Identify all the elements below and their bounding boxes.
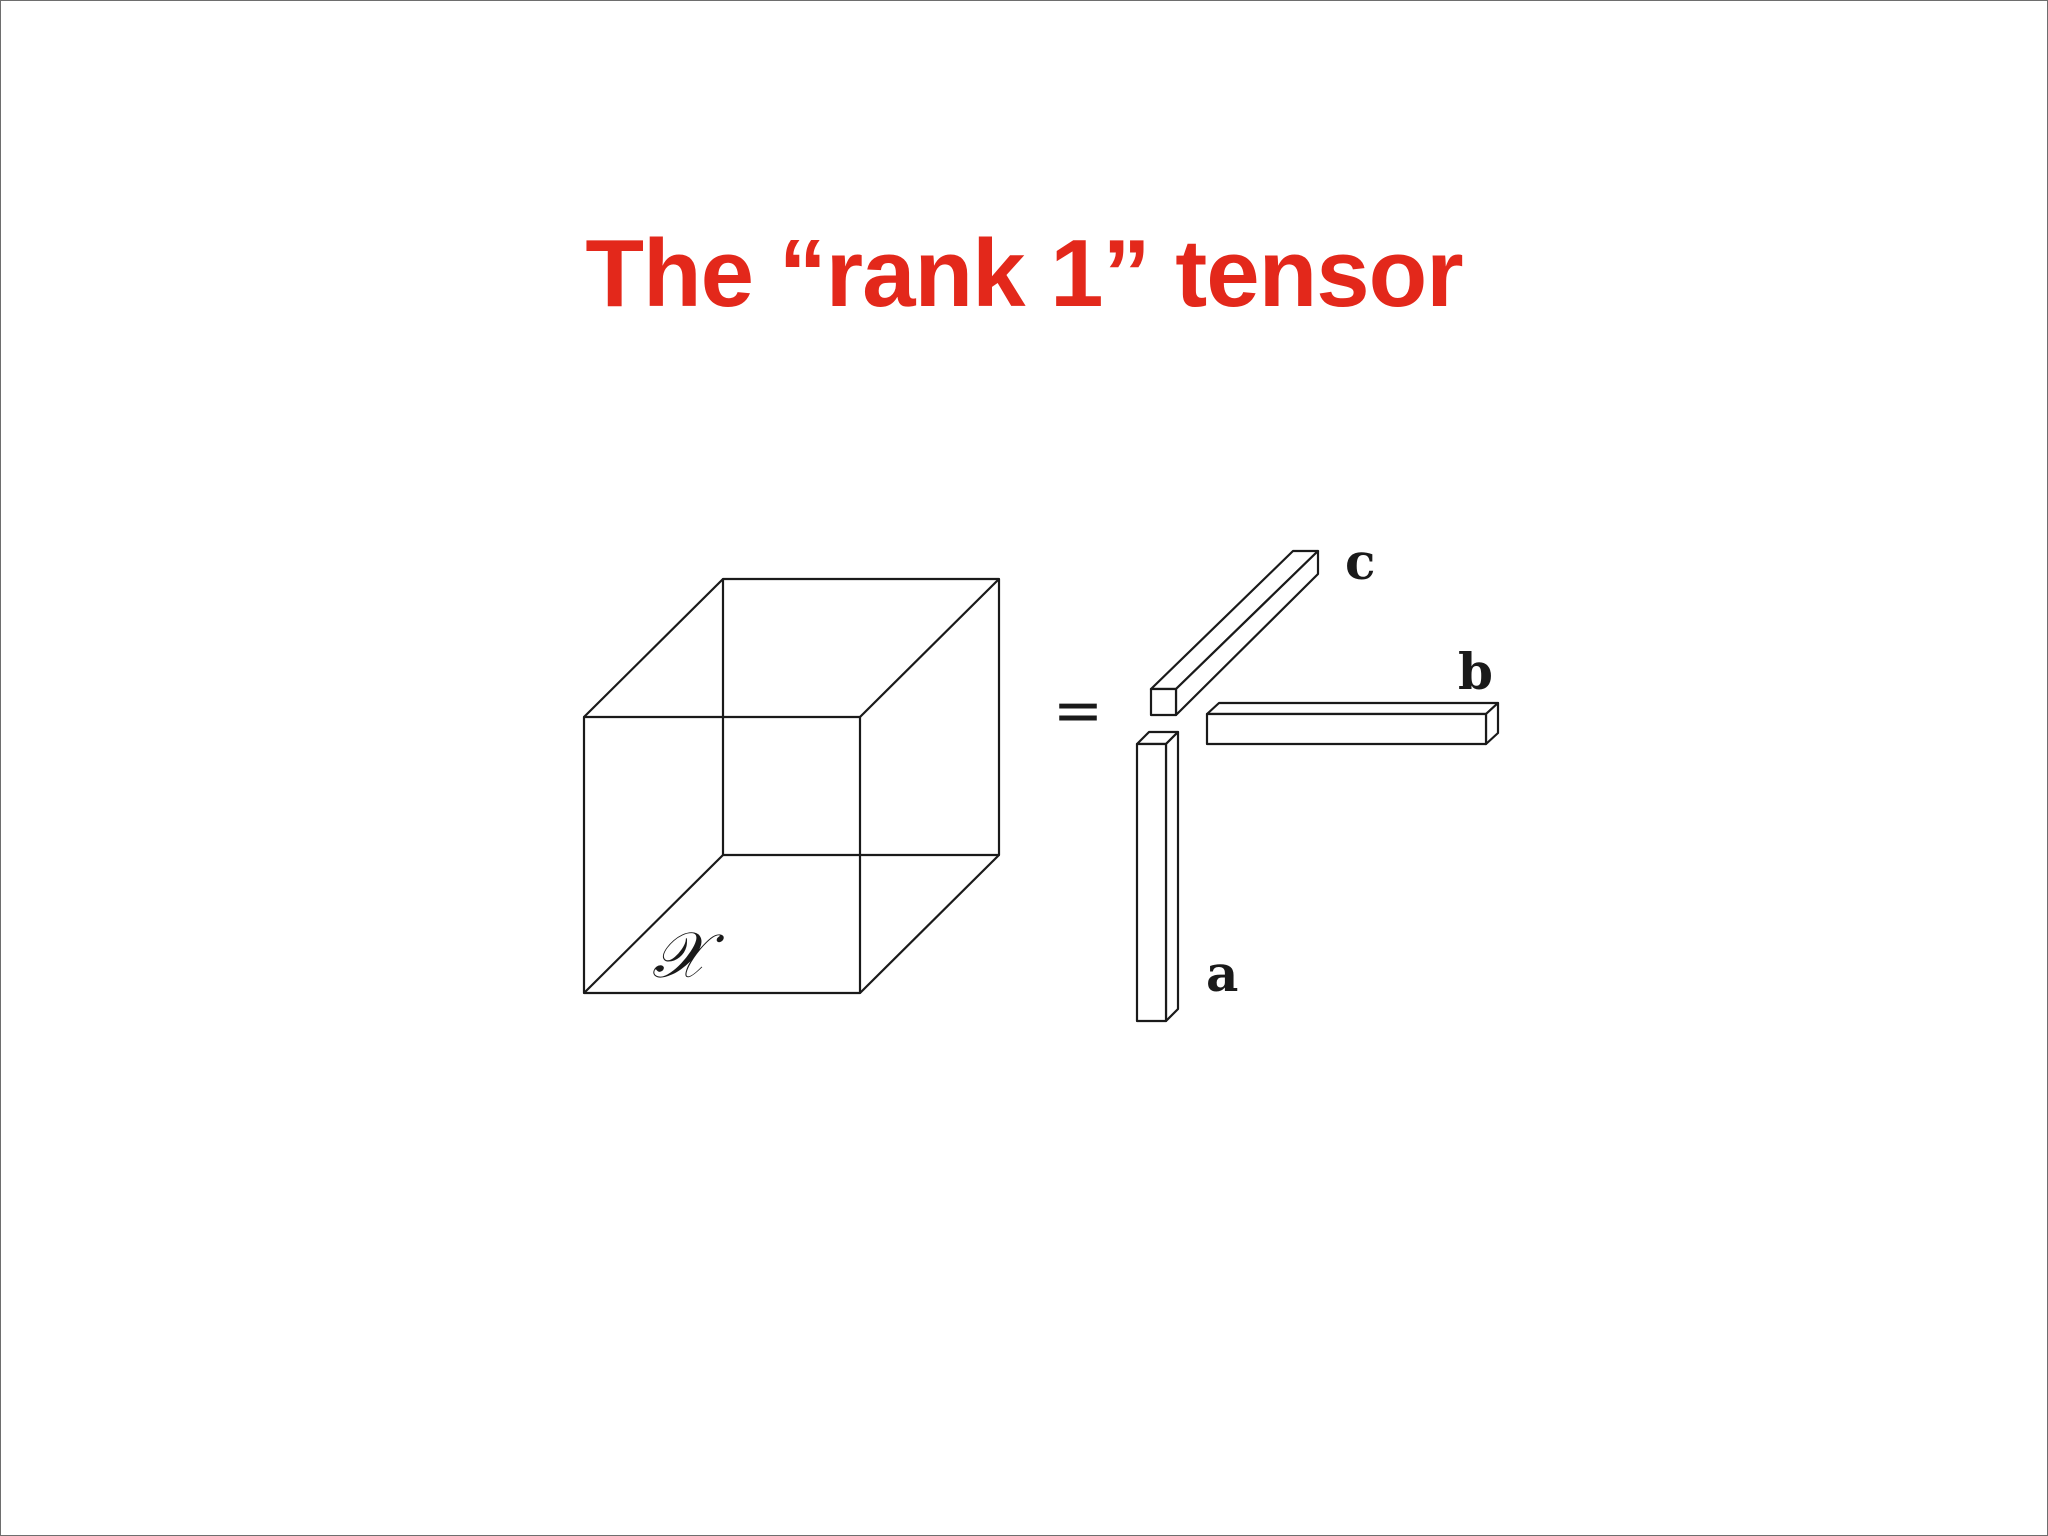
cube-back-face xyxy=(721,577,1001,857)
slide-title: The “rank 1” tensor xyxy=(585,220,1463,327)
vector-b-front-face xyxy=(1205,712,1488,746)
vector-b-label: b xyxy=(1458,642,1493,701)
vector-c-end-face xyxy=(1149,687,1178,717)
vector-c-top-face xyxy=(1149,549,1320,691)
cube-edge-top-right xyxy=(859,578,1000,718)
vector-c-bar xyxy=(1149,549,1320,717)
vector-a-front-face xyxy=(1135,742,1168,1023)
vector-b-bar xyxy=(1205,701,1500,746)
vector-b-top-face xyxy=(1205,701,1500,716)
vector-c-label: c xyxy=(1345,532,1375,591)
vector-a-label: a xyxy=(1206,944,1238,1003)
cube-edge-bottom-left xyxy=(583,854,724,994)
vector-a-side-face xyxy=(1164,730,1180,1023)
cube-edge-bottom-right xyxy=(859,854,1000,994)
vector-c-side-face xyxy=(1174,549,1320,717)
vector-a-bar xyxy=(1135,730,1180,1023)
tensor-cube xyxy=(582,577,1001,995)
equals-sign: = xyxy=(1053,676,1103,746)
cube-edge-top-left xyxy=(583,578,724,718)
tensor-label: 𝒳 xyxy=(652,919,725,993)
